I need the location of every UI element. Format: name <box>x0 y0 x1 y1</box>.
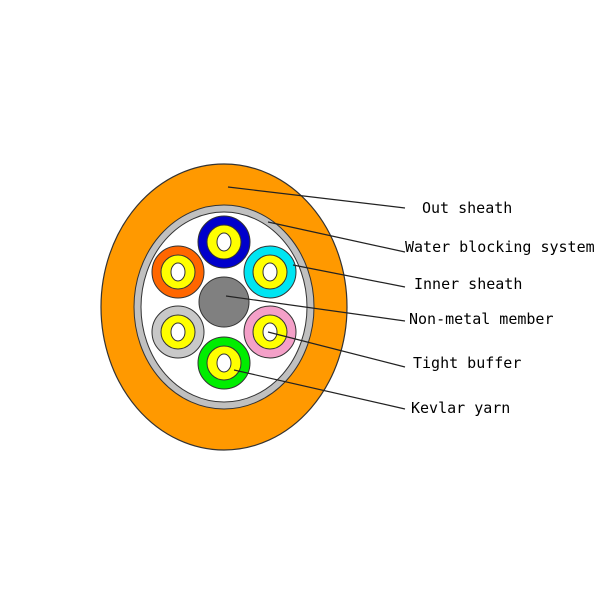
label-inner-sheath: Inner sheath <box>414 275 522 293</box>
leader-line-out-sheath <box>227 186 406 209</box>
leader-line-water-blocking <box>267 221 406 253</box>
leader-line-kevlar-yarn <box>233 369 406 410</box>
label-kevlar-yarn: Kevlar yarn <box>411 399 510 417</box>
fiber-unit-green <box>197 336 251 390</box>
label-non-metal-member: Non-metal member <box>409 310 554 328</box>
leader-line-inner-sheath <box>292 264 406 288</box>
leader-line-non-metal-member <box>225 295 406 322</box>
leader-line-tight-buffer <box>267 331 406 368</box>
fiber-unit-blue <box>197 215 251 269</box>
label-out-sheath: Out sheath <box>422 199 512 217</box>
label-water-blocking-system: Water blocking system <box>405 238 595 256</box>
fiber-unit-cyan <box>243 245 297 299</box>
non-metal-member <box>198 276 250 328</box>
label-tight-buffer: Tight buffer <box>413 354 521 372</box>
fiber-unit-gray <box>151 305 205 359</box>
fiber-unit-orange <box>151 245 205 299</box>
